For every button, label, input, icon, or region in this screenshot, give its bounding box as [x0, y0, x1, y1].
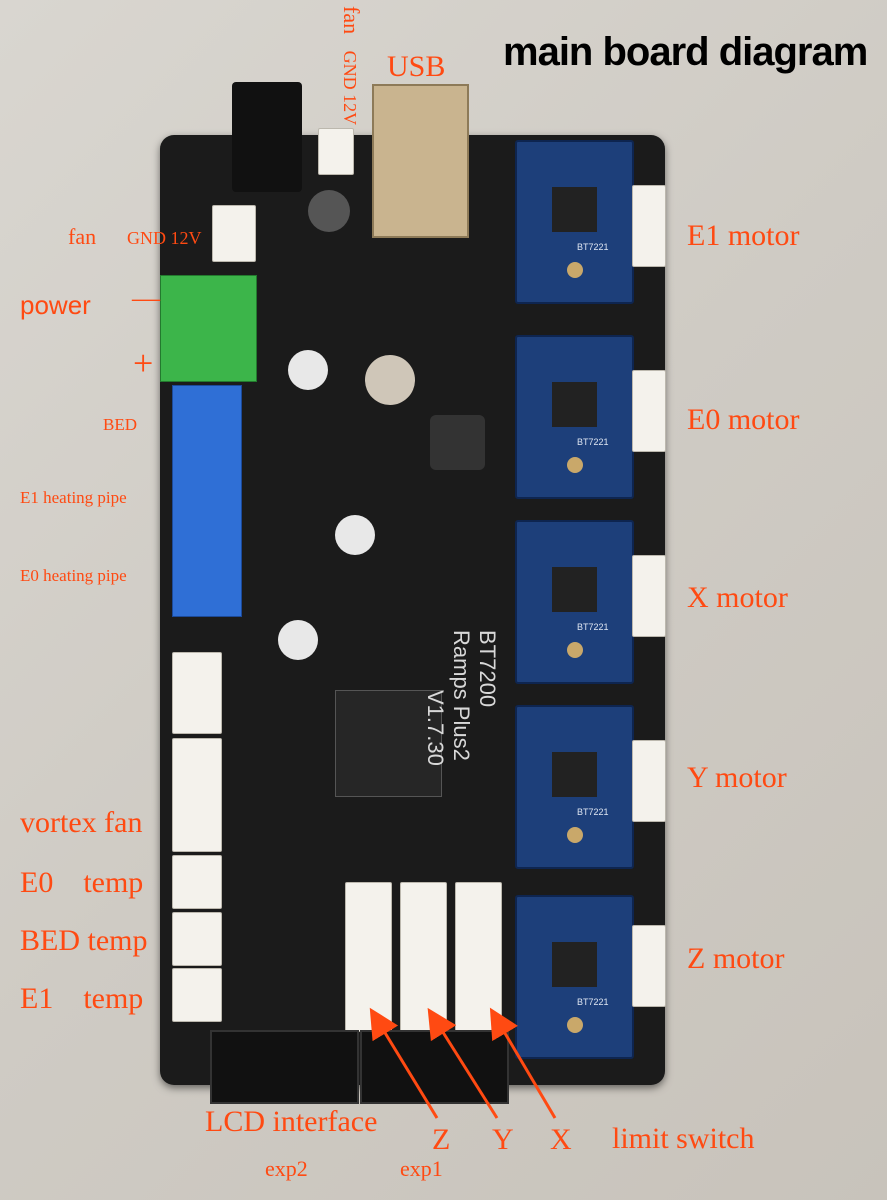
- capacitor: [288, 350, 328, 390]
- power-label: power: [20, 290, 91, 320]
- e1-heating-label: E1 heating pipe: [20, 488, 127, 507]
- heater-terminal: [172, 385, 242, 617]
- y-arrow: [427, 1007, 499, 1119]
- bed-temp-label: BED temp: [20, 924, 148, 957]
- e1-temp-connector: [172, 968, 222, 1022]
- exp2-header: [210, 1030, 359, 1104]
- dc-jack: [232, 82, 302, 192]
- left-fan-connector: [212, 205, 256, 262]
- e1-motor-driver: BT7221: [515, 140, 634, 304]
- e0-temp-connector: [172, 855, 222, 909]
- z-motor-connector: [632, 925, 666, 1007]
- x-limit-connector: [455, 882, 502, 1032]
- usb-label: USB: [387, 50, 446, 83]
- y-motor-driver: BT7221: [515, 705, 634, 869]
- exp2-label: exp2: [265, 1156, 308, 1181]
- e0-motor-label: E0 motor: [687, 403, 800, 436]
- capacitor: [308, 190, 350, 232]
- e1-temp-label: E1 temp: [20, 982, 144, 1015]
- e0-motor-driver: BT7221: [515, 335, 634, 499]
- x-motor-driver: BT7221: [515, 520, 634, 684]
- bed-label: BED: [103, 415, 137, 434]
- capacitor: [278, 620, 318, 660]
- e1-motor-connector: [632, 185, 666, 267]
- y-limit-label: Y: [492, 1123, 514, 1156]
- x-motor-label: X motor: [687, 581, 788, 614]
- e0-heating-label: E0 heating pipe: [20, 566, 127, 585]
- y-motor-connector: [632, 740, 666, 822]
- capacitor: [365, 355, 415, 405]
- vortex-fan-label: vortex fan: [20, 806, 143, 839]
- power-minus-label: —: [132, 283, 160, 314]
- bed-temp-connector: [172, 912, 222, 966]
- limit-switch-label: limit switch: [612, 1122, 755, 1155]
- power-plus-label: +: [133, 343, 154, 383]
- lcd-interface-label: LCD interface: [205, 1105, 378, 1138]
- e1-motor-label: E1 motor: [687, 219, 800, 252]
- z-limit-label: Z: [432, 1123, 451, 1156]
- vortex-fan-connector: [172, 738, 222, 852]
- z-arrow: [369, 1007, 439, 1119]
- e0-motor-connector: [632, 370, 666, 452]
- x-motor-connector: [632, 555, 666, 637]
- mcu-chip: [335, 690, 442, 797]
- z-motor-driver: BT7221: [515, 895, 634, 1059]
- y-motor-label: Y motor: [687, 761, 787, 794]
- z-motor-label: Z motor: [687, 942, 785, 975]
- diagram-title: main board diagram: [503, 30, 868, 74]
- top-fan-label: fan GND 12V: [339, 6, 364, 126]
- z-limit-connector: [345, 882, 392, 1032]
- x-limit-label: X: [550, 1123, 572, 1156]
- exp1-header: [360, 1030, 509, 1104]
- y-limit-connector: [400, 882, 447, 1032]
- power-terminal: [160, 275, 257, 382]
- exp1-label: exp1: [400, 1156, 443, 1181]
- x-arrow: [489, 1007, 557, 1119]
- left-connector: [172, 652, 222, 734]
- capacitor: [335, 515, 375, 555]
- left-fan-pins-label: GND 12V: [127, 228, 202, 248]
- inductor: [430, 415, 485, 470]
- usb-port: [372, 84, 469, 238]
- e0-temp-label: E0 temp: [20, 866, 144, 899]
- left-fan-label: fan: [68, 224, 97, 249]
- top-fan-connector: [318, 128, 354, 175]
